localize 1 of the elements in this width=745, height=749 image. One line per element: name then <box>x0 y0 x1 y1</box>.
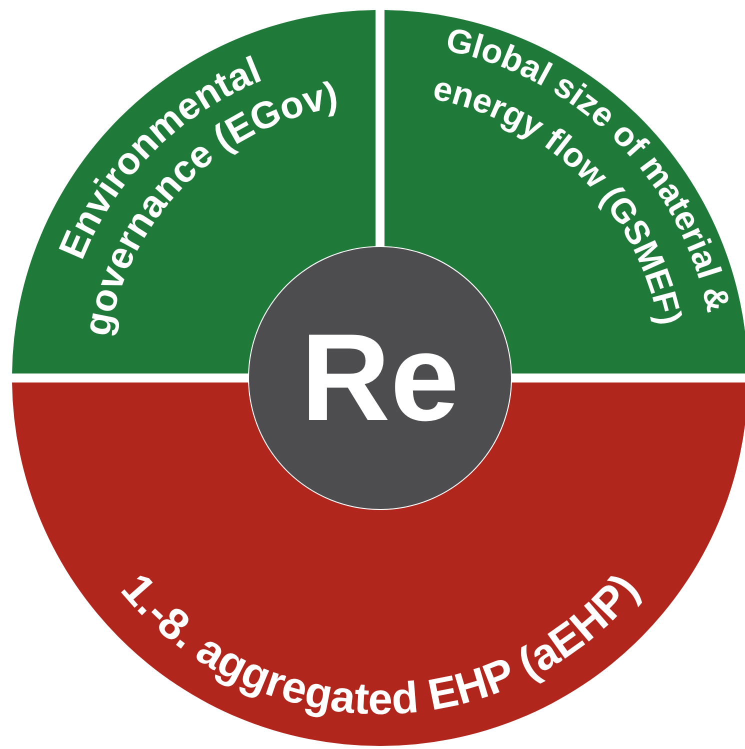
center-label: Re <box>300 316 460 440</box>
